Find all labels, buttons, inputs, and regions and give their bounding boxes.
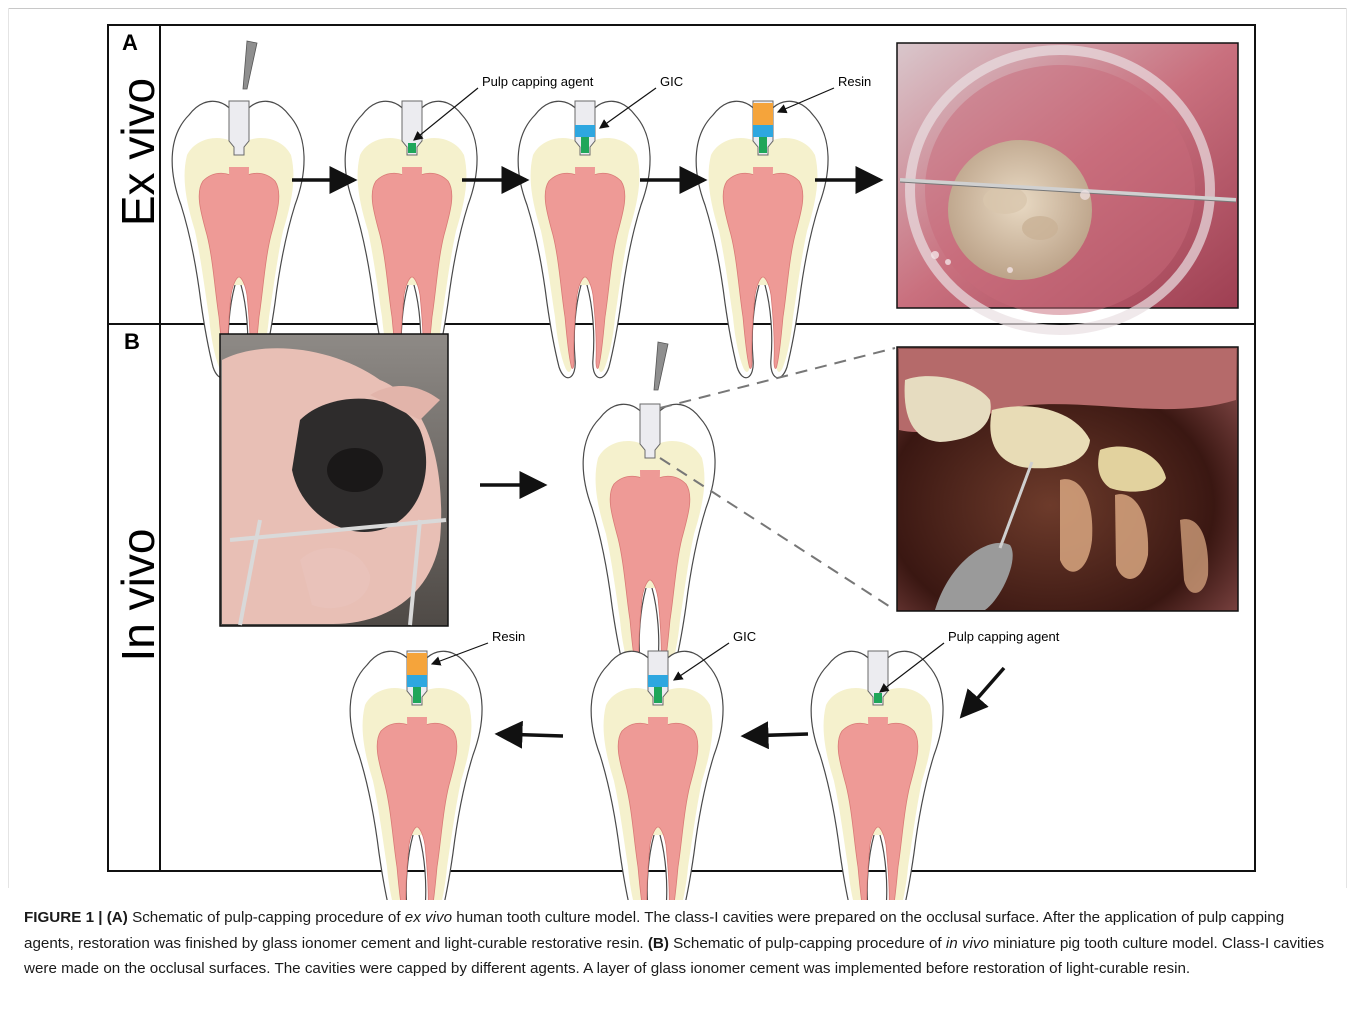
tooth-diagram-capping-b — [811, 651, 943, 900]
caption-b-label: (B) — [648, 935, 669, 952]
caption-b-text-1: Schematic of pulp-capping procedure of — [669, 935, 946, 952]
label-resin-a: Resin — [838, 74, 871, 89]
tooth-diagram-resin-b — [350, 651, 482, 900]
caption-figure-label: FIGURE 1 | — [24, 909, 103, 926]
figure-1: A Ex vivo B In vivo Pulp capping agent G… — [0, 0, 1355, 900]
caption-a-label: (A) — [107, 909, 128, 926]
tooth-diagram-gic-b — [591, 651, 723, 900]
tooth-diagram-resin-a — [696, 101, 828, 378]
tooth-diagram-drilling-b — [583, 342, 715, 681]
label-gic-b: GIC — [733, 629, 756, 644]
tooth-diagram-gic-a — [518, 101, 650, 378]
pig-teeth-drilling-photo — [897, 347, 1238, 611]
label-pulp-capping-agent-b: Pulp capping agent — [948, 629, 1060, 644]
tooth-diagram-drilling-a — [172, 41, 304, 378]
arrow-b-2 — [962, 668, 1004, 716]
figure-caption: FIGURE 1 | (A) Schematic of pulp-capping… — [24, 905, 1329, 982]
arrow-b-4 — [498, 734, 563, 736]
panel-b-letter: B — [124, 329, 140, 354]
panel-a-side-label: Ex vivo — [112, 78, 164, 226]
label-resin-b: Resin — [492, 629, 525, 644]
caption-b-italic: in vivo — [946, 935, 989, 952]
miniature-pig-photo — [220, 334, 448, 626]
label-gic-a: GIC — [660, 74, 683, 89]
caption-a-italic: ex vivo — [405, 909, 452, 926]
tooth-culture-dish-photo — [897, 43, 1238, 330]
caption-a-text-1: Schematic of pulp-capping procedure of — [128, 909, 405, 926]
arrow-b-3 — [744, 734, 808, 736]
panel-b-side-label: In vivo — [112, 529, 164, 662]
label-pulp-capping-agent-a: Pulp capping agent — [482, 74, 594, 89]
panel-a-letter: A — [122, 30, 138, 55]
